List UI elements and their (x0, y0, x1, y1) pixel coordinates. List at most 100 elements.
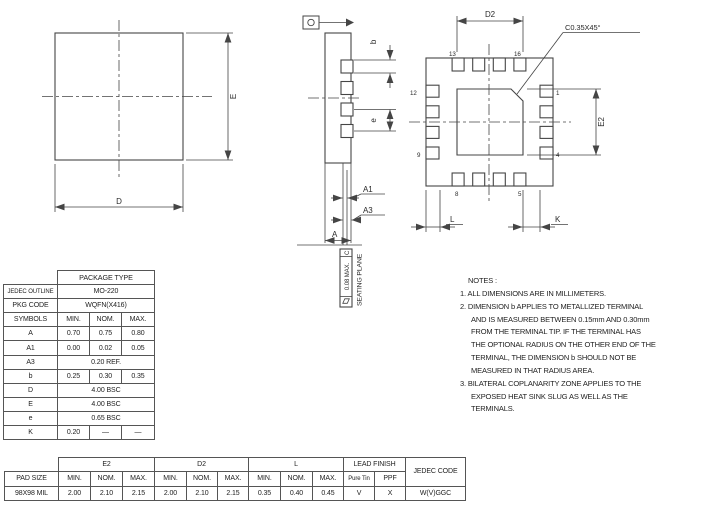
value-cell: 0.40 (280, 485, 313, 501)
value-cell: 2.15 (122, 485, 155, 501)
terminal-bump (340, 80, 354, 96)
nom-header: NOM. (186, 471, 218, 487)
value-cell: 0.05 (121, 340, 155, 356)
package-type-title: PACKAGE TYPE (57, 269, 155, 286)
pin-number-16: 16 (514, 51, 521, 58)
value-cell: 0.75 (89, 326, 122, 342)
value-cell: 0.65 BSC (57, 410, 155, 427)
note-line: TERMINAL, THE DIMENSION b SHOULD NOT BE (471, 353, 637, 363)
jedec-outline-value: MO-220 (57, 284, 155, 300)
flatness-symbol-icon (342, 298, 350, 304)
terminal-bump (340, 123, 354, 139)
table-row: D 4.00 BSC (3, 382, 155, 398)
value-cell: 4.00 BSC (57, 396, 155, 412)
note-line: THE OPTIONAL RADIUS ON THE OTHER END OF … (471, 340, 656, 350)
pure-tin-header: Pure Tin (343, 471, 375, 487)
top-view: E D (42, 20, 238, 212)
nom-header: NOM. (280, 471, 313, 487)
pin-number-13: 13 (449, 51, 456, 58)
min-header: MIN. (248, 471, 281, 487)
table-row: b 0.25 0.30 0.35 (3, 368, 155, 384)
dim-k: K (508, 190, 568, 232)
value-cell: X (374, 485, 406, 501)
chamfer-callout-label: C0.35X45° (565, 23, 601, 32)
table-row: A1 0.00 0.02 0.05 (3, 340, 155, 356)
table-row: SYMBOLS MIN. NOM. MAX. (3, 312, 155, 328)
dim-a: A (325, 230, 351, 244)
dim-label-d: D (116, 197, 122, 206)
dim-label-e2: E2 (597, 117, 606, 127)
table-row: 98X98 MIL 2.00 2.10 2.15 2.00 2.10 2.15 … (4, 485, 466, 501)
value-cell: 0.45 (312, 485, 344, 501)
min-header: MIN. (57, 312, 90, 328)
notes-heading: NOTES : (468, 276, 497, 285)
note-line: MEASURED IN THAT RADIUS AREA. (471, 365, 595, 375)
value-cell: 0.25 (57, 368, 90, 384)
dim-e-pitch: e (354, 109, 396, 132)
pin-number-8: 8 (455, 191, 459, 198)
dim-label-a1: A1 (363, 185, 373, 194)
dim-e2: E2 (527, 88, 606, 156)
pkg-code-value: WQFN(X416) (57, 298, 155, 314)
dim-label-b: b (369, 39, 378, 44)
pad-size-value: 98X98 MIL (4, 485, 59, 501)
symbol-cell: b (3, 368, 58, 384)
pin-number-9: 9 (417, 152, 421, 159)
table-row: PKG CODE WQFN(X416) (3, 298, 155, 314)
dim-label-a3: A3 (363, 206, 373, 215)
chamfer-callout: C0.35X45° (516, 23, 640, 95)
max-header: MAX. (122, 471, 155, 487)
table-row: E 4.00 BSC (3, 396, 155, 412)
ppf-header: PPF (374, 471, 406, 487)
datum-flag (302, 15, 354, 30)
table-row: JEDEC OUTLINE MO-220 (3, 284, 155, 300)
side-view: b e A1 A3 A (297, 15, 396, 308)
symbol-cell: D (3, 382, 58, 398)
value-cell: 2.00 (154, 485, 187, 501)
bottom-view: D2 E2 L K C0.35X45° (409, 10, 640, 232)
pin-number-12: 12 (410, 90, 417, 97)
value-cell: — (89, 425, 122, 441)
value-cell: 0.20 REF. (57, 354, 155, 370)
pin-numbers: 13 16 12 9 1 4 8 5 (410, 51, 560, 198)
note-line: 3. BILATERAL COPLANARITY ZONE APPLIES TO… (460, 378, 642, 388)
note-line: EXPOSED HEAT SINK SLUG AS WELL AS THE (471, 391, 628, 401)
symbol-cell: K (3, 425, 58, 441)
table-row: K 0.20 — — (3, 425, 155, 441)
dim-l: L (411, 190, 463, 232)
value-cell: 0.35 (121, 368, 155, 384)
dim-d: D (54, 164, 184, 212)
datum-target-icon (307, 18, 315, 27)
value-cell: — (121, 425, 155, 441)
max-header: MAX. (312, 471, 344, 487)
fcf-tolerance-label: 0.08 MAX. (345, 263, 351, 291)
seating-plane-label: SEATING PLANE (357, 253, 364, 306)
table-row: A 0.70 0.75 0.80 (3, 326, 155, 342)
symbol-cell: e (3, 410, 58, 427)
symbol-cell: A3 (3, 354, 58, 370)
group-header-lead-finish: LEAD FINISH (343, 456, 406, 473)
pin-number-1: 1 (556, 90, 560, 97)
flatness-control-frame: C 0.08 MAX. (339, 248, 353, 308)
dim-label-e: E (229, 94, 238, 99)
value-cell: 0.02 (89, 340, 122, 356)
table-row: A3 0.20 REF. (3, 354, 155, 370)
table-row: e 0.65 BSC (3, 410, 155, 427)
nom-header: NOM. (89, 312, 122, 328)
note-line: 1. ALL DIMENSIONS ARE IN MILLIMETERS. (460, 288, 606, 298)
dim-label-k: K (555, 215, 561, 224)
terminal-bump (340, 102, 354, 117)
value-cell: 2.10 (90, 485, 123, 501)
dim-a3: A3 (331, 206, 385, 224)
pad-size-header: PAD SIZE (4, 471, 59, 487)
pkg-code-label: PKG CODE (3, 298, 58, 314)
empty-cell (5, 458, 59, 472)
dim-b: b (354, 39, 396, 88)
pin-number-5: 5 (518, 191, 522, 198)
table-row: PACKAGE TYPE (4, 269, 155, 286)
table-row: PAD SIZE MIN. NOM. MAX. MIN. NOM. MAX. M… (4, 471, 466, 487)
value-cell: 2.10 (186, 485, 218, 501)
pad-size-table: E2 D2 L LEAD FINISH JEDEC CODE PAD SIZE … (4, 456, 466, 501)
